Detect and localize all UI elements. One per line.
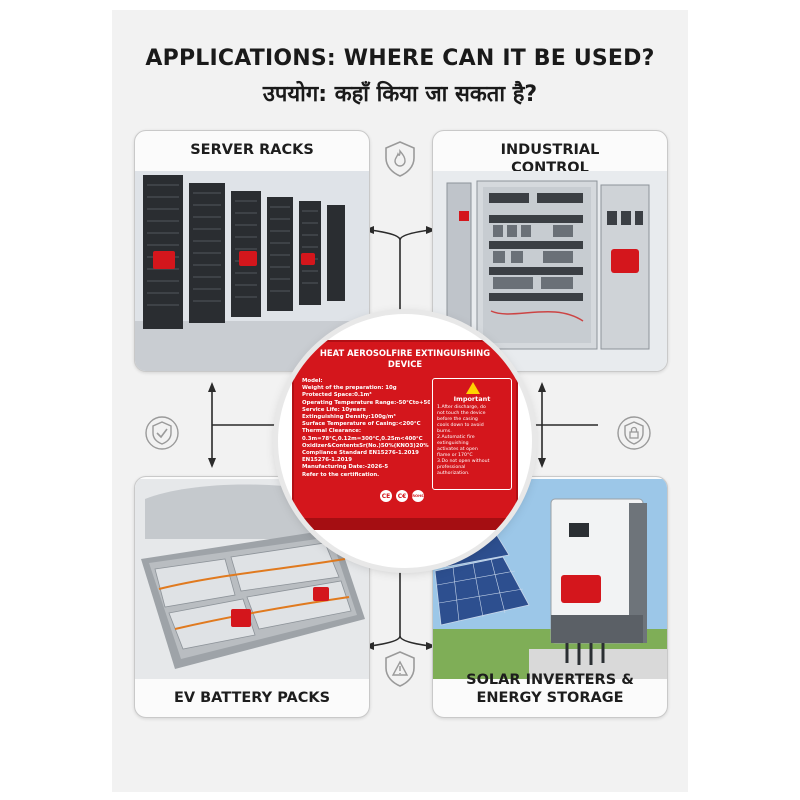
page-subtitle-hindi: उपयोग: कहाँ किया जा सकता है?	[262, 82, 538, 107]
industrial-cabinet-illustration	[433, 171, 667, 371]
device-spec-line: Service Life: 10years	[302, 406, 366, 413]
poster: APPLICATIONS: WHERE CAN IT BE USED? उपयो…	[112, 10, 688, 792]
shield-lock-icon	[617, 416, 651, 450]
device-spec-line: Weight of the preparation: 10g	[302, 385, 397, 392]
device-spec-list: Model: Weight of the preparation: 10g Pr…	[302, 378, 430, 479]
important-line: 3.Do not open without	[437, 459, 490, 464]
device-spec-line: Compliance Standard EN15276-1.2019	[302, 450, 419, 457]
arrow-bottom-fork	[369, 635, 431, 647]
certification-marks: CE C€ ROHS	[380, 490, 424, 502]
warning-triangle-icon	[466, 382, 480, 394]
device-spec-line: 0.3m=78°C,0.12m=300°C,0.25m<400°C	[302, 435, 423, 442]
cert-mark-ce: CE	[380, 490, 392, 502]
cert-mark-ce-alt: C€	[396, 490, 408, 502]
important-line: activates at open	[437, 447, 478, 452]
cert-mark-rohs: ROHS	[412, 490, 424, 502]
page-title: APPLICATIONS: WHERE CAN IT BE USED?	[145, 46, 655, 71]
arrowhead-left-up	[208, 382, 216, 392]
important-line: professional	[437, 465, 466, 470]
connector-arrows	[208, 226, 598, 650]
device-spec-line: Model:	[302, 378, 323, 384]
important-line: extinguishing	[437, 441, 469, 446]
arrowhead-left-down	[208, 458, 216, 468]
arrowhead-right-up	[538, 382, 546, 392]
important-box: Important 1.After discharge, do not touc…	[432, 378, 512, 490]
important-line: 2.Automatic fire	[437, 435, 475, 440]
device-spec-line: Operating Temperature Range:-50°Cto+50°C	[302, 399, 430, 406]
panel-industrial-cabinets: INDUSTRIAL CONTROL CABINETS	[432, 130, 668, 372]
device-circle: HEAT AEROSOLFIRE EXTINGUISHING DEVICE Mo…	[278, 314, 532, 568]
shield-check-icon	[145, 416, 179, 450]
important-line: authorization.	[437, 471, 470, 476]
arrowhead-right-down	[538, 458, 546, 468]
din-rail-base	[292, 518, 518, 530]
important-line: 1.After discharge, do	[437, 405, 486, 410]
important-line: cools down to avoid	[437, 423, 484, 428]
device-spec-line: Surface Temperature of Casing:<200°C	[302, 421, 421, 428]
shield-warning-icon	[385, 651, 415, 687]
important-line: not touch the device	[437, 411, 486, 416]
arrowhead-top-right	[426, 226, 436, 234]
important-line: burns.	[437, 429, 452, 434]
panel-label-server-racks: SERVER RACKS	[190, 142, 314, 158]
important-heading: Important	[453, 395, 491, 403]
device-spec-line: Protected Space:0.1m³	[302, 392, 372, 399]
device-spec-line: Thermal Clearance:	[302, 428, 362, 435]
device-spec-line: EN15276-1.2019	[302, 457, 352, 464]
device-spec-line: Refer to the certification.	[302, 471, 380, 478]
important-line: before the casing	[437, 417, 478, 422]
device-spec-line: Oxidizer&ContentsSr(No.)50%(KNO3)20%	[302, 442, 429, 449]
panel-label-ev-battery: EV BATTERY PACKS	[173, 690, 331, 706]
device-spec-line: Extinguishing Density:100g/m³	[302, 414, 396, 421]
panel-label-solar: SOLAR INVERTERS & ENERGY STORAGE	[466, 672, 634, 706]
device-spec-line: Manufacturing Date:-2026-5	[302, 464, 389, 471]
important-line: flame or 170°C	[437, 453, 473, 458]
important-text: 1.After discharge, do not touch the devi…	[433, 403, 511, 479]
device-title: HEAT AEROSOLFIRE EXTINGUISHING DEVICE	[319, 348, 491, 369]
fire-extinguishing-device: HEAT AEROSOLFIRE EXTINGUISHING DEVICE Mo…	[292, 340, 518, 530]
arrow-top-fork	[369, 229, 431, 241]
shield-fire-icon	[385, 141, 415, 177]
arrowhead-bottom-right	[426, 642, 436, 650]
